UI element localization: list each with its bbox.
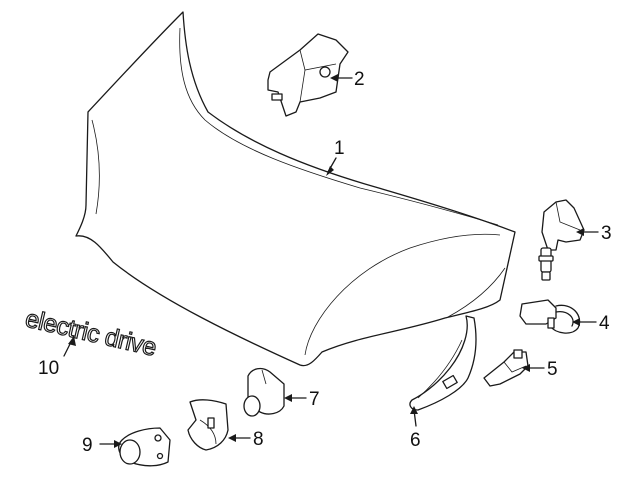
callout-1: 1 (334, 138, 345, 159)
callout-4: 4 (599, 313, 610, 334)
callout-3: 3 (601, 223, 612, 244)
callout-8: 8 (253, 429, 264, 450)
emblem-cap (118, 427, 171, 467)
hinge-bracket (267, 33, 349, 117)
lock-cylinder (243, 367, 285, 417)
hood-panel (75, 11, 516, 367)
seal-strip (409, 315, 477, 411)
callout-5: 5 (547, 359, 558, 380)
callout-7: 7 (309, 389, 320, 410)
callout-2: 2 (354, 69, 365, 90)
support-rod (538, 199, 585, 281)
release-cable (519, 299, 581, 334)
callout-9: 9 (82, 435, 93, 456)
callout-10: 10 (38, 358, 59, 379)
callout-numbers: 1 2 3 4 5 6 7 8 9 10 (38, 69, 612, 456)
callout-6: 6 (410, 430, 421, 451)
electric-drive-emblem: electric drive (23, 305, 159, 362)
arrowheads (68, 74, 584, 448)
latch-switch (483, 349, 529, 387)
bracket-cover (187, 399, 229, 451)
